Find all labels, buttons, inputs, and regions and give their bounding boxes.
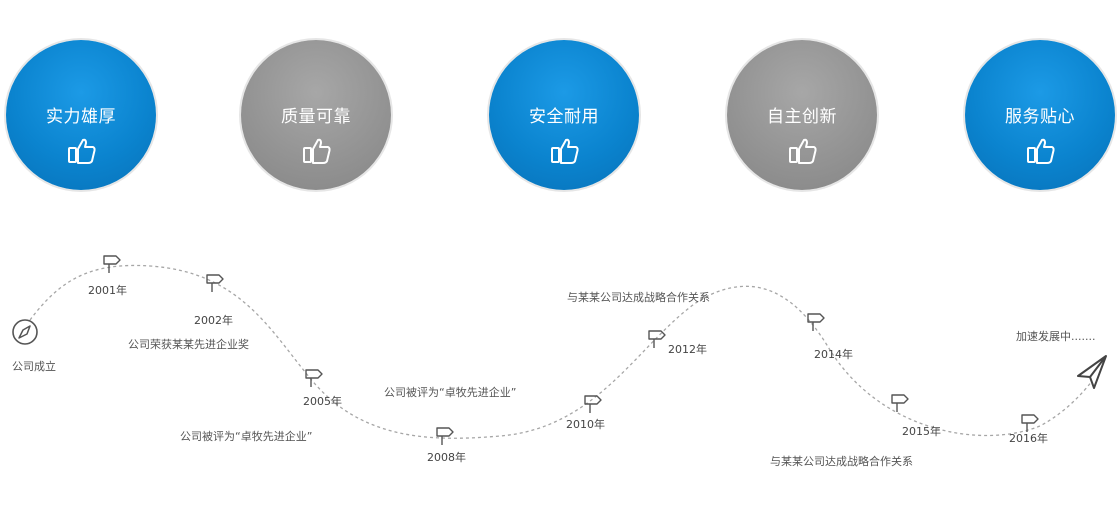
feature-circle-3[interactable]: 安全耐用 — [489, 40, 639, 190]
feature-circle-4[interactable]: 自主创新 — [727, 40, 877, 190]
signpost-icon — [807, 313, 825, 331]
milestone-2016[interactable]: 2016年 — [1009, 414, 1048, 445]
signpost-icon — [584, 395, 602, 413]
milestone-year: 2002年 — [194, 313, 233, 327]
milestone-event: 公司荣获某某先进企业奖 — [128, 337, 249, 351]
timeline-start-label: 公司成立 — [12, 359, 56, 373]
thumbs-up-icon — [1027, 138, 1055, 164]
milestone-year: 2012年 — [668, 342, 707, 356]
milestone-2015[interactable]: 2015年 与某某公司达成战略合作关系 — [770, 394, 941, 468]
signpost-icon — [436, 427, 454, 445]
milestone-2001[interactable]: 2001年 — [88, 255, 127, 297]
thumbs-up-icon — [789, 138, 817, 164]
signpost-icon — [206, 274, 224, 292]
milestone-2010[interactable]: 2010年 公司被评为“卓牧先进企业” — [384, 385, 605, 431]
timeline-end-label: 加速发展中....... — [1016, 329, 1095, 343]
milestone-2012[interactable]: 2012年 与某某公司达成战略合作关系 — [567, 290, 710, 356]
feature-circle-2[interactable]: 质量可靠 — [241, 40, 391, 190]
milestone-year: 2008年 — [427, 450, 466, 464]
feature-label: 自主创新 — [767, 107, 837, 127]
timeline-path — [29, 264, 1101, 439]
milestone-event: 公司被评为“卓牧先进企业” — [384, 385, 516, 399]
feature-circle-1[interactable]: 实力雄厚 — [6, 40, 156, 190]
signpost-icon — [648, 330, 666, 348]
milestone-year: 2005年 — [303, 394, 342, 408]
milestone-2005[interactable]: 2005年 公司被评为“卓牧先进企业” — [180, 369, 342, 443]
milestone-2014[interactable]: 2014年 — [807, 313, 853, 361]
feature-circle-5[interactable]: 服务贴心 — [965, 40, 1115, 190]
feature-label: 质量可靠 — [281, 107, 351, 127]
milestone-year: 2016年 — [1009, 431, 1048, 445]
thumbs-up-icon — [303, 138, 331, 164]
milestone-event: 公司被评为“卓牧先进企业” — [180, 429, 312, 443]
compass-icon — [12, 319, 38, 345]
feature-label: 实力雄厚 — [46, 107, 116, 127]
signpost-icon — [1021, 414, 1039, 432]
paper-plane-icon — [1077, 355, 1107, 389]
feature-label: 服务贴心 — [1005, 107, 1075, 127]
milestone-year: 2014年 — [814, 347, 853, 361]
thumbs-up-icon — [551, 138, 579, 164]
milestone-year: 2015年 — [902, 424, 941, 438]
signpost-icon — [891, 394, 909, 412]
thumbs-up-icon — [68, 138, 96, 164]
milestone-2002[interactable]: 2002年 公司荣获某某先进企业奖 — [128, 274, 249, 351]
feature-label: 安全耐用 — [529, 107, 599, 127]
milestone-year: 2001年 — [88, 283, 127, 297]
signpost-icon — [103, 255, 121, 273]
milestone-2008[interactable]: 2008年 — [427, 427, 466, 464]
milestone-event: 与某某公司达成战略合作关系 — [567, 290, 710, 304]
signpost-icon — [305, 369, 323, 387]
milestone-year: 2010年 — [566, 417, 605, 431]
milestone-event: 与某某公司达成战略合作关系 — [770, 454, 913, 468]
